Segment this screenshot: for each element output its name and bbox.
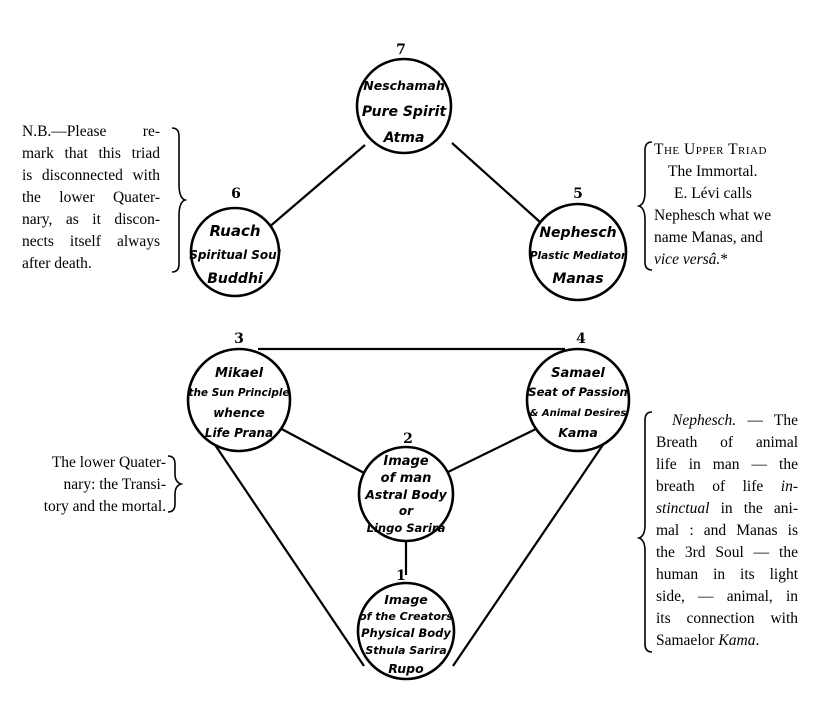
node-4-number: 4 [576,331,586,347]
node-7-label-2: Pure Spirit [362,104,448,120]
footnote-mark: * [720,251,729,268]
note-line: nary: the Transi- [63,476,166,493]
note-upper-triad-nb: N.B.—Please re- mark that this triad is … [22,121,160,275]
node-6-number: 6 [231,186,241,202]
note-line: Nephesch. — The [656,410,798,432]
connector-3-2 [275,425,367,475]
node-1-number: 1 [396,568,406,584]
note-line: tory and the mortal. [43,498,166,515]
note-line: mark that this triad [22,145,160,162]
note-italic: Nephesch. [672,412,737,429]
note-line: its connection with [656,610,798,627]
node-1-circle [356,581,456,681]
node-3-circle [186,347,292,453]
node-3-number: 3 [234,331,244,347]
node-3-label-1: Mikael [215,366,264,381]
note-line: E. Lévi calls [674,185,752,202]
node-6-circle [189,206,281,298]
note-line: the lower Quater- [22,189,160,206]
node-3-label-4: Life Prana [205,426,273,440]
note-line: N.B.—Please re- [22,123,160,140]
node-7-circle [355,57,453,155]
node-7-label-1: Neschamah [363,78,445,93]
note-italic: Kama [718,632,756,649]
note-line: the 3rd Soul — the [656,544,798,561]
node-1-label-1: Image [384,592,428,607]
note-line: after death. [22,255,92,272]
note-line: Nephesch what we [654,207,772,224]
node-5-label-1: Nephesch [539,225,616,241]
node-4-label-3: & Animal Desires [530,408,627,419]
connector-4-2 [447,426,541,473]
node-6-label-1: Ruach [209,222,260,240]
note-line: is disconnected with [22,167,160,184]
connector-7-5 [451,142,541,223]
connector-4-1 [452,429,614,667]
note-line: life in man — the [656,456,798,473]
node-6-label-2: Spiritual Soul [189,248,281,262]
note-line: side, — animal, in [656,588,798,605]
node-2-label-4: or [399,504,414,518]
node-6-label-3: Buddhi [207,271,263,287]
note-line: mal : and Manas is [656,522,798,539]
node-5-number: 5 [573,186,583,202]
node-4-label-2: Seat of Passion [528,385,627,399]
node-4-circle [525,347,631,453]
note-line: vice versâ.* [654,249,800,271]
note-text: Samaelor [656,632,719,649]
note-subheading: The Immortal. [668,163,758,180]
note-line: stinctual in the ani- [656,498,798,520]
node-4-label-1: Samael [551,366,605,381]
node-1-label-4: Sthula Sarira [365,644,446,657]
note-text: — The [736,412,798,429]
node-2-label-2: of man [381,471,432,486]
note-nephesch: Nephesch. — The Breath of animal life in… [656,410,798,652]
node-2-label-1: Image [383,454,428,469]
left-upper-brace [171,127,188,273]
note-lower-quaternary: The lower Quater- nary: the Transi- tory… [20,452,166,518]
note-text: breath of life [656,478,781,495]
node-5-label-3: Manas [552,271,603,287]
node-2-number: 2 [403,431,413,447]
connector-7-6 [267,144,366,229]
node-5-circle [528,202,628,302]
note-italic: in- [780,478,798,495]
note-text: . [755,632,760,649]
note-text: in the ani- [709,500,798,517]
note-line: human in its light [656,566,798,583]
note-italic: stinctual [656,500,710,517]
node-2-label-3: Astral Body [364,487,447,502]
node-3-label-3: whence [213,406,265,420]
note-line: Breath of animal [656,434,798,451]
node-7-label-3: Atma [383,130,425,146]
node-4-label-4: Kama [558,425,598,440]
note-line: breath of life in- [656,476,798,498]
note-upper-triad: The Upper Triad The Immortal. E. Lévi ca… [654,139,800,271]
right-upper-brace [636,141,653,271]
node-1-label-5: Rupo [388,661,424,676]
note-line: nary, as it discon- [22,211,160,228]
note-italic: vice versâ. [654,251,721,268]
note-line: name Manas, and [654,229,763,246]
node-2-circle [357,445,455,543]
node-2-label-5: Lingo Sarira [367,521,446,535]
connector-3-1 [204,429,365,667]
node-5-label-2: Plastic Mediator [530,250,627,262]
node-1-label-3: Physical Body [361,626,451,640]
left-lower-brace [167,455,184,513]
note-heading: The Upper Triad [654,141,767,158]
right-lower-brace [636,411,653,653]
note-line: Samaelor Kama. [656,630,798,652]
node-7-number: 7 [396,42,406,58]
note-line: The lower Quater- [51,454,166,471]
node-1-label-2: of the Creators [359,610,453,623]
node-3-label-2: the Sun Principle [188,387,289,399]
note-line: nects itself always [22,233,160,250]
